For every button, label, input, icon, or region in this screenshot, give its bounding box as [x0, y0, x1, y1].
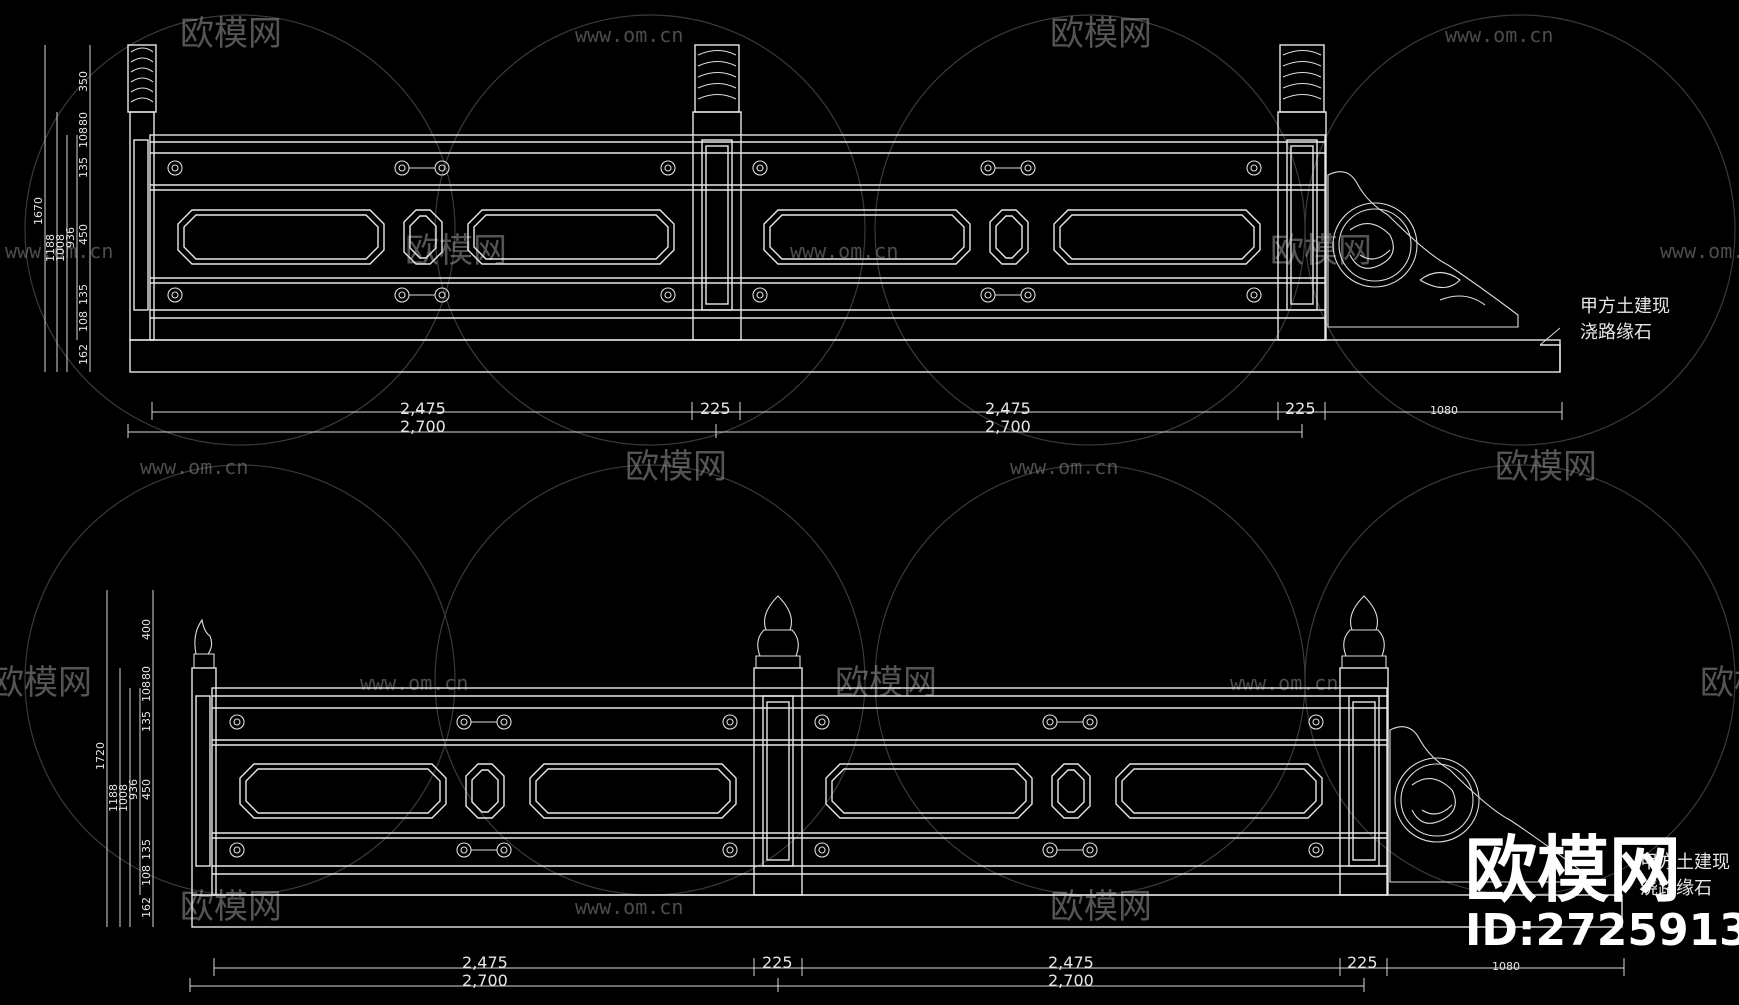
watermark-logo: 欧模网	[1050, 887, 1152, 927]
post-right	[1339, 595, 1389, 896]
dim-label: 2,475	[462, 953, 508, 972]
dim-label: 135	[77, 284, 90, 305]
watermark-url: www.om.cn	[1445, 23, 1553, 47]
dimensions-left-lower: 1720 1188 1008 936 400 80 108 135 450 13…	[94, 590, 154, 927]
watermark-logo: 欧模网	[1495, 447, 1597, 487]
dim-label: 450	[77, 224, 90, 245]
dim-label: 350	[77, 71, 90, 92]
watermark-url: www.om.cn	[1010, 455, 1118, 479]
post-middle	[753, 595, 803, 896]
post-middle	[692, 44, 742, 341]
watermark-logo: 欧模网	[835, 663, 937, 703]
dim-label: 1080	[1430, 404, 1458, 417]
dim-label: 135	[140, 711, 153, 732]
dim-label: 1008	[117, 784, 130, 812]
watermark-url: www.om.cn	[1660, 239, 1739, 263]
dim-label: 400	[140, 619, 153, 640]
dim-label: 108	[77, 127, 90, 148]
dimensions-bottom-upper: 2,475 225 2,475 225 1080 2,700 2,700	[127, 399, 1563, 438]
panels-bay-1	[177, 209, 675, 265]
note-curb: 甲方土建现 浇路缘石	[1640, 852, 1730, 899]
post-left	[127, 44, 157, 341]
panels-bay-1	[239, 763, 737, 819]
dim-label: 2,700	[985, 417, 1031, 436]
dim-label: 936	[64, 227, 77, 248]
watermark-url: www.om.cn	[1230, 671, 1338, 695]
watermark-url: www.om.cn	[140, 455, 248, 479]
base-curb	[191, 894, 1623, 928]
watermark-url: www.om.cn	[575, 895, 683, 919]
dim-label: 450	[140, 779, 153, 800]
scroll-ornaments-lower	[229, 714, 1324, 858]
dim-label: 2,475	[1048, 953, 1094, 972]
dim-label: 1008	[54, 234, 67, 262]
watermark-url: www.om.cn	[5, 239, 113, 263]
watermark-logo: 欧模网	[0, 663, 92, 703]
dim-label: 80	[77, 112, 90, 126]
watermark-url: www.om.cn	[575, 23, 683, 47]
note-curb: 甲方土建现 浇路缘石	[1539, 296, 1670, 346]
note-line-2: 浇路缘石	[1640, 878, 1712, 899]
watermark-layer: 欧模网 www.om.cn 欧模网 www.om.cn www.om.cn 欧模…	[0, 14, 1739, 927]
dim-label: 80	[140, 666, 153, 680]
dim-label: 135	[77, 157, 90, 178]
dim-label: 2,475	[985, 399, 1031, 418]
dim-label: 2,700	[1048, 971, 1094, 990]
note-line-1: 甲方土建现	[1640, 852, 1730, 873]
watermark-logo: 欧模网	[1700, 663, 1739, 703]
dim-label: 936	[127, 779, 140, 800]
dim-label: 2,700	[462, 971, 508, 990]
brand-overlay: 欧模网 ID:2725913	[1465, 828, 1739, 956]
balustrade-elevation-upper: 甲方土建现 浇路缘石 2,475 225 2,475 225 1080 2,70…	[32, 44, 1670, 438]
dim-label: 1188	[107, 784, 120, 812]
note-line-2: 浇路缘石	[1580, 322, 1652, 343]
dim-label: 108	[140, 865, 153, 886]
dim-label: 225	[762, 953, 793, 972]
dimensions-left-upper: 1670 1188 1008 936 350 80 108 135 450 13…	[32, 45, 91, 372]
post-left	[191, 618, 217, 896]
dim-label: 1720	[94, 742, 107, 770]
rail-frame	[149, 134, 1326, 341]
dim-label: 225	[700, 399, 731, 418]
dim-label: 162	[140, 897, 153, 918]
dim-label: 1188	[44, 234, 57, 262]
dim-label: 2,700	[400, 417, 446, 436]
dim-label: 1080	[1492, 960, 1520, 973]
watermark-logo: 欧模网	[1270, 231, 1372, 271]
post-right	[1277, 44, 1327, 341]
curb-end	[1540, 344, 1561, 372]
watermark-logo: 欧模网	[180, 887, 282, 927]
watermark-logo: 欧模网	[180, 14, 282, 54]
dim-label: 1670	[32, 197, 45, 225]
note-line-1: 甲方土建现	[1580, 296, 1670, 317]
brand-logo: 欧模网	[1465, 828, 1681, 912]
dimensions-bottom-lower: 2,475 225 2,475 225 1080 2,700 2,700	[189, 953, 1625, 992]
panels-bay-2	[825, 763, 1323, 819]
scroll-ornaments-upper	[167, 160, 1262, 303]
panels-bay-2	[763, 209, 1261, 265]
balustrade-elevation-lower: 甲方土建现 浇路缘石 2,475 225 2,475 225 1080 2,70…	[94, 590, 1730, 992]
dim-label: 135	[140, 839, 153, 860]
dim-label: 162	[77, 344, 90, 365]
rail-frame	[211, 687, 1388, 896]
end-drum-ornament	[1389, 726, 1581, 883]
dim-label: 225	[1347, 953, 1378, 972]
brand-id: ID:2725913	[1465, 905, 1739, 956]
watermark-logo: 欧模网	[625, 447, 727, 487]
watermark-url: www.om.cn	[360, 671, 468, 695]
dim-label: 225	[1285, 399, 1316, 418]
dim-label: 108	[77, 311, 90, 332]
dim-label: 2,475	[400, 399, 446, 418]
watermark-arcs	[24, 14, 1736, 896]
end-drum-ornament	[1327, 171, 1519, 328]
watermark-logo: 欧模网	[1050, 14, 1152, 54]
watermark-logo: 欧模网	[405, 231, 507, 271]
dim-label: 108	[140, 681, 153, 702]
